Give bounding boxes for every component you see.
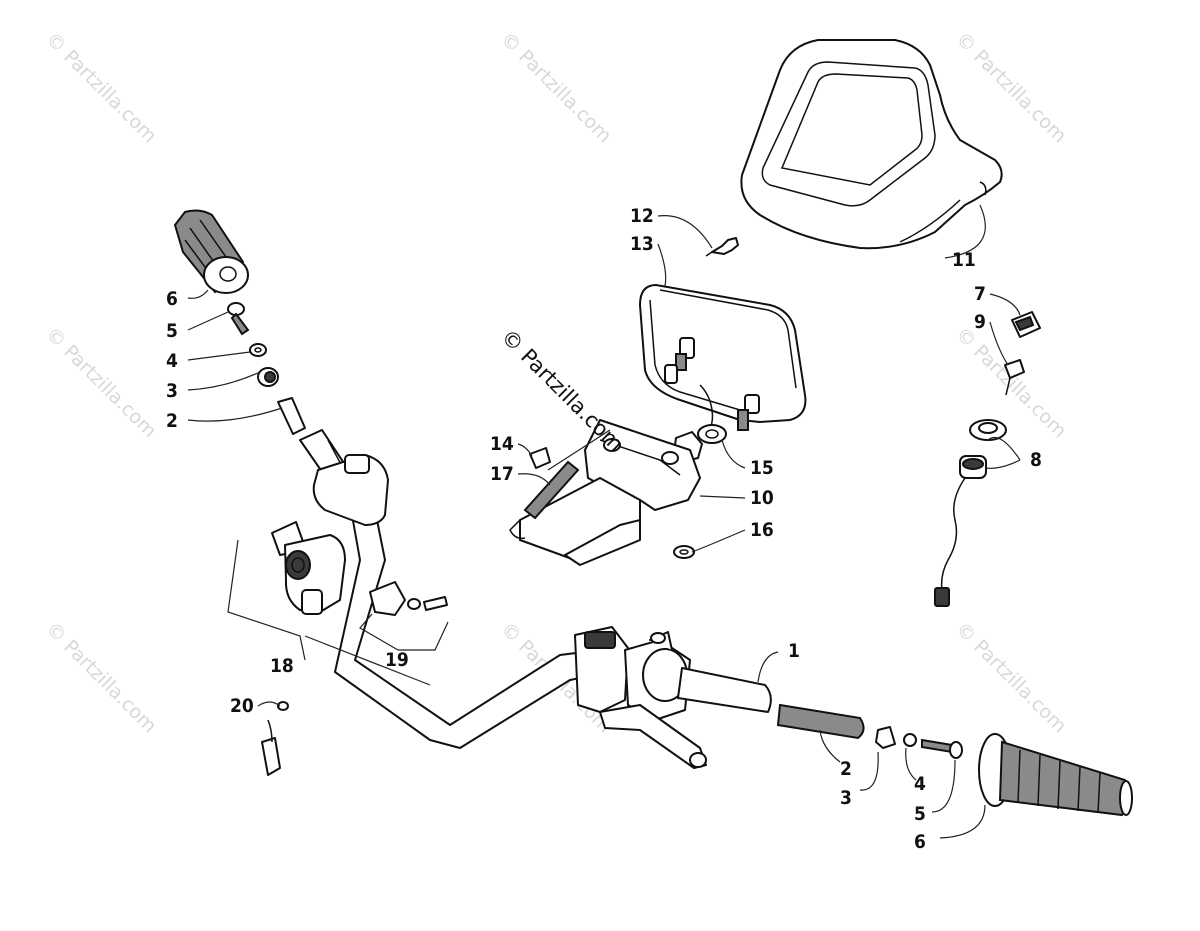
end-cap-right: [875, 726, 896, 749]
washer-left: [249, 343, 267, 357]
grip-right: [978, 733, 1133, 817]
callout-6-right: 6: [914, 831, 926, 853]
key: [1004, 359, 1025, 396]
watermark: © Partzilla.com: [951, 618, 1070, 737]
callout-7: 7: [974, 283, 986, 305]
throttle-housing: [312, 454, 389, 526]
rivet: [705, 237, 739, 257]
watermark: © Partzilla.com: [951, 323, 1070, 442]
callout-17: 17: [490, 463, 514, 485]
callout-3-left: 3: [166, 380, 178, 402]
instrument-cover: [740, 39, 1003, 250]
callout-12: 12: [630, 205, 654, 227]
instrument-cluster: [639, 284, 807, 463]
nut: [673, 545, 695, 559]
end-cap-left: [257, 367, 279, 387]
callout-3-right: 3: [840, 787, 852, 809]
callout-9: 9: [974, 311, 986, 333]
callout-19: 19: [385, 649, 409, 671]
mounting-bracket: [509, 419, 701, 566]
washer-right: [903, 733, 917, 747]
ignition-switch: [934, 419, 1007, 607]
callout-13: 13: [630, 233, 654, 255]
callout-6-left: 6: [166, 288, 178, 310]
cable: [261, 701, 289, 776]
bolt-left: [227, 302, 250, 336]
callout-10: 10: [750, 487, 774, 509]
watermark: © Partzilla.com: [41, 618, 160, 737]
clip: [529, 447, 551, 469]
callout-4-left: 4: [166, 350, 178, 372]
grommet: [697, 424, 727, 444]
watermark: © Partzilla.com: [41, 28, 160, 147]
callout-20: 20: [230, 695, 254, 717]
callout-5-right: 5: [914, 803, 926, 825]
callout-2-right: 2: [840, 758, 852, 780]
callout-15: 15: [750, 457, 774, 479]
callout-14: 14: [490, 433, 514, 455]
bolt-right: [921, 738, 963, 759]
watermark: © Partzilla.com: [496, 28, 615, 147]
brake-master-cylinder: [574, 626, 707, 769]
callout-4-right: 4: [914, 773, 926, 795]
insert-right: [776, 703, 865, 740]
insert-left: [277, 397, 306, 435]
key-cap: [1011, 311, 1041, 338]
handlebar-right-tube: [677, 667, 772, 713]
rubber-strip: [523, 460, 580, 520]
callout-11: 11: [952, 249, 976, 271]
handlebar-clamp: [369, 581, 448, 616]
leader-lines: [187, 204, 1021, 839]
throttle-lever: [271, 521, 346, 615]
callout-5-left: 5: [166, 320, 178, 342]
grip-left: [173, 209, 249, 294]
callouts: 6 5 4 3 2 12 13 11 7 9 8 14 17 15 10 16 …: [166, 205, 1042, 853]
callout-18: 18: [270, 655, 294, 677]
watermark: © Partzilla.com: [41, 323, 160, 442]
watermark-main: © Partzilla.com: [496, 325, 628, 457]
callout-1: 1: [788, 640, 800, 662]
callout-2-left: 2: [166, 410, 178, 432]
watermark: © Partzilla.com: [951, 28, 1070, 147]
callout-8: 8: [1030, 449, 1042, 471]
callout-16: 16: [750, 519, 774, 541]
